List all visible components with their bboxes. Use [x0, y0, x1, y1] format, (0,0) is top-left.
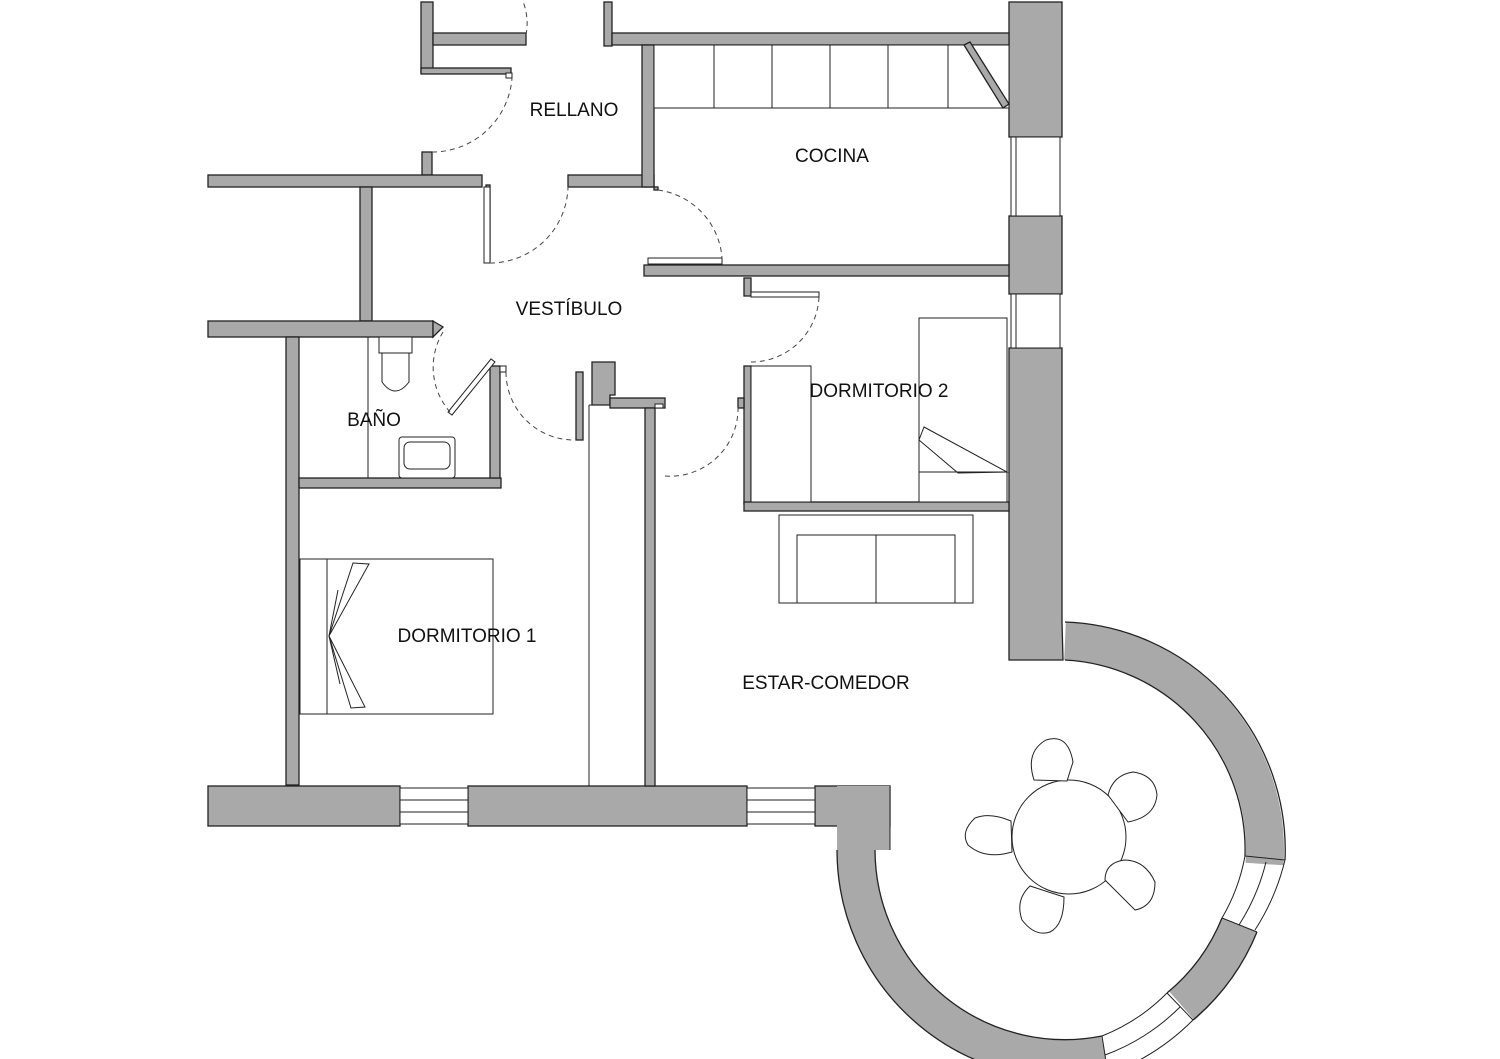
room-label-dormitorio-1: DORMITORIO 1 [398, 626, 537, 647]
door-leaf-vestibulo-rellano [483, 186, 491, 264]
chair-icon [1104, 859, 1156, 911]
room-label-vestibulo: VESTÍBULO [516, 299, 623, 320]
room-label-bano: BAÑO [347, 409, 401, 431]
room-label-rellano: RELLANO [530, 100, 619, 121]
exterior-wall-right-middle [1008, 215, 1063, 295]
exterior-wall-bottom-middle [467, 785, 748, 827]
room-labels: RELLANO COCINA VESTÍBULO DORMITORIO 2 BA… [347, 100, 948, 694]
chair-icon [1107, 771, 1158, 823]
chair-icon [1019, 885, 1065, 934]
interior-walls [207, 1, 1010, 787]
dining-table-icon [964, 738, 1158, 934]
single-bed-icon [750, 317, 1009, 503]
bathroom-fixtures [367, 336, 456, 479]
exterior-wall-right-lower [1008, 347, 1064, 661]
room-label-dormitorio-2: DORMITORIO 2 [810, 381, 949, 402]
curved-bay-wall [836, 621, 1286, 1059]
chair-icon [964, 815, 1013, 856]
door-leaf-bano [447, 358, 496, 416]
bay-wall-segment-2 [1169, 917, 1257, 1021]
chair-icon [1030, 738, 1074, 782]
door-leaf-cocina [647, 257, 723, 265]
bay-wall-segment-1 [1063, 622, 1284, 866]
sofa-icon [778, 514, 974, 604]
doors [431, 0, 820, 477]
door-swing-rellano [431, 77, 513, 153]
bay-wall-segment-3 [837, 806, 1106, 1059]
room-label-estar-comedor: ESTAR-COMEDOR [742, 673, 909, 694]
exterior-wall-bottom-left [207, 785, 401, 827]
double-bed-icon [299, 558, 494, 715]
toilet-bowl-icon [381, 352, 410, 392]
windows [399, 136, 1061, 825]
door-leaf-dormitorio-2 [750, 291, 820, 298]
exterior-wall-right-top [1008, 1, 1063, 138]
room-label-cocina: COCINA [795, 146, 869, 167]
toilet-tank-icon [378, 336, 413, 354]
kitchen-counter [653, 41, 1010, 109]
